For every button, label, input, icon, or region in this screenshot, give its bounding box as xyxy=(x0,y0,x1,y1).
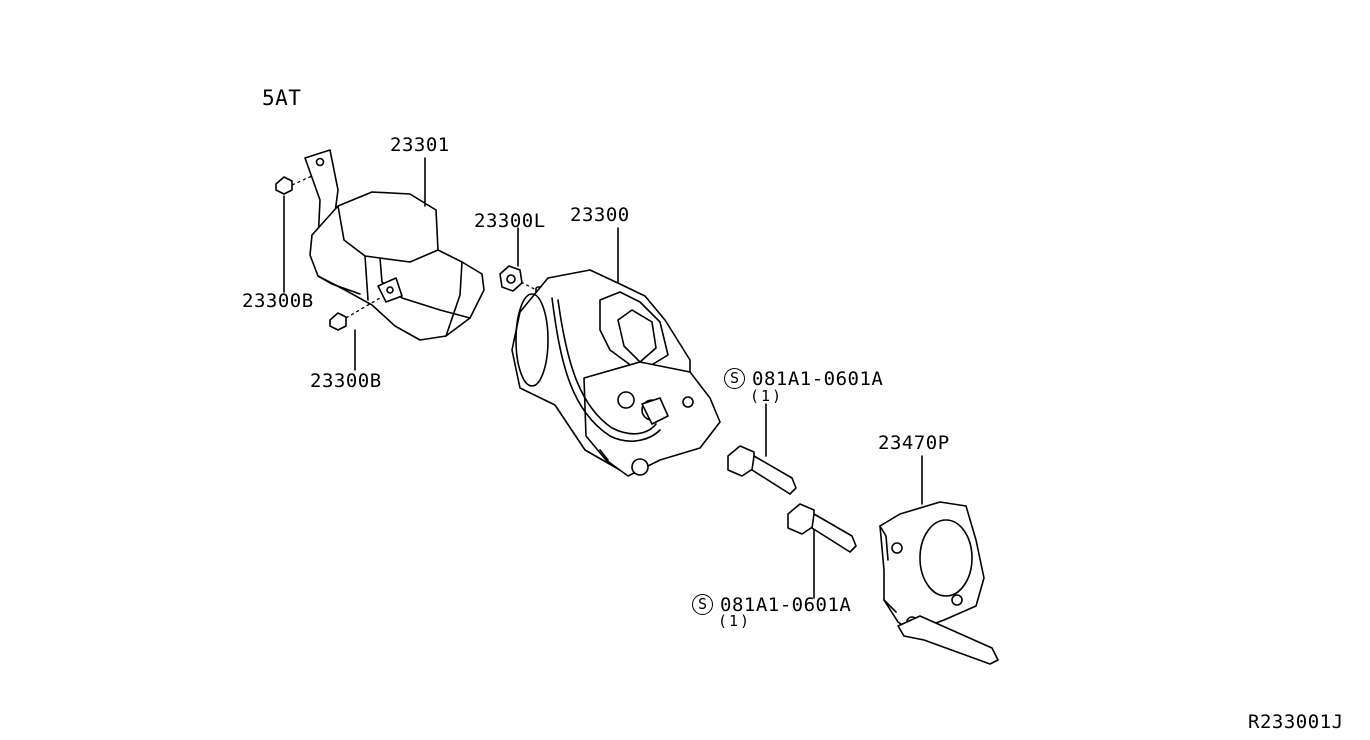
variant-label: 5AT xyxy=(262,86,302,110)
part-number-nut[interactable]: 23300L xyxy=(474,210,546,232)
starter-protector-drawing xyxy=(304,149,485,341)
quantity-bolt-lower: (1) xyxy=(718,612,752,630)
part-number-protector[interactable]: 23301 xyxy=(390,134,450,156)
bracket-drawing xyxy=(879,501,999,665)
quantity-bolt-upper: (1) xyxy=(750,387,784,405)
part-number-bracket[interactable]: 23470P xyxy=(878,432,950,454)
part-number-protector-bolt-lower[interactable]: 23300B xyxy=(310,370,382,392)
starter-motor-drawing xyxy=(511,269,721,477)
standard-part-symbol-lower: S xyxy=(692,594,713,615)
part-number-protector-bolt-upper[interactable]: 23300B xyxy=(242,290,314,312)
standard-part-symbol-upper: S xyxy=(724,368,745,389)
mounting-bolt-lower-drawing xyxy=(787,503,857,553)
diagram-id: R233001J xyxy=(1248,711,1344,733)
part-number-bolt-upper[interactable]: 081A1-0601A xyxy=(752,368,884,390)
leader-lines xyxy=(283,157,923,599)
protector-bolt-upper-drawing xyxy=(275,175,313,195)
mounting-bolt-upper-drawing xyxy=(727,445,797,495)
part-number-bolt-lower[interactable]: 081A1-0601A xyxy=(720,594,852,616)
part-number-starter-motor[interactable]: 23300 xyxy=(570,204,630,226)
nut-drawing xyxy=(499,265,541,293)
protector-bolt-lower-drawing xyxy=(329,297,381,331)
